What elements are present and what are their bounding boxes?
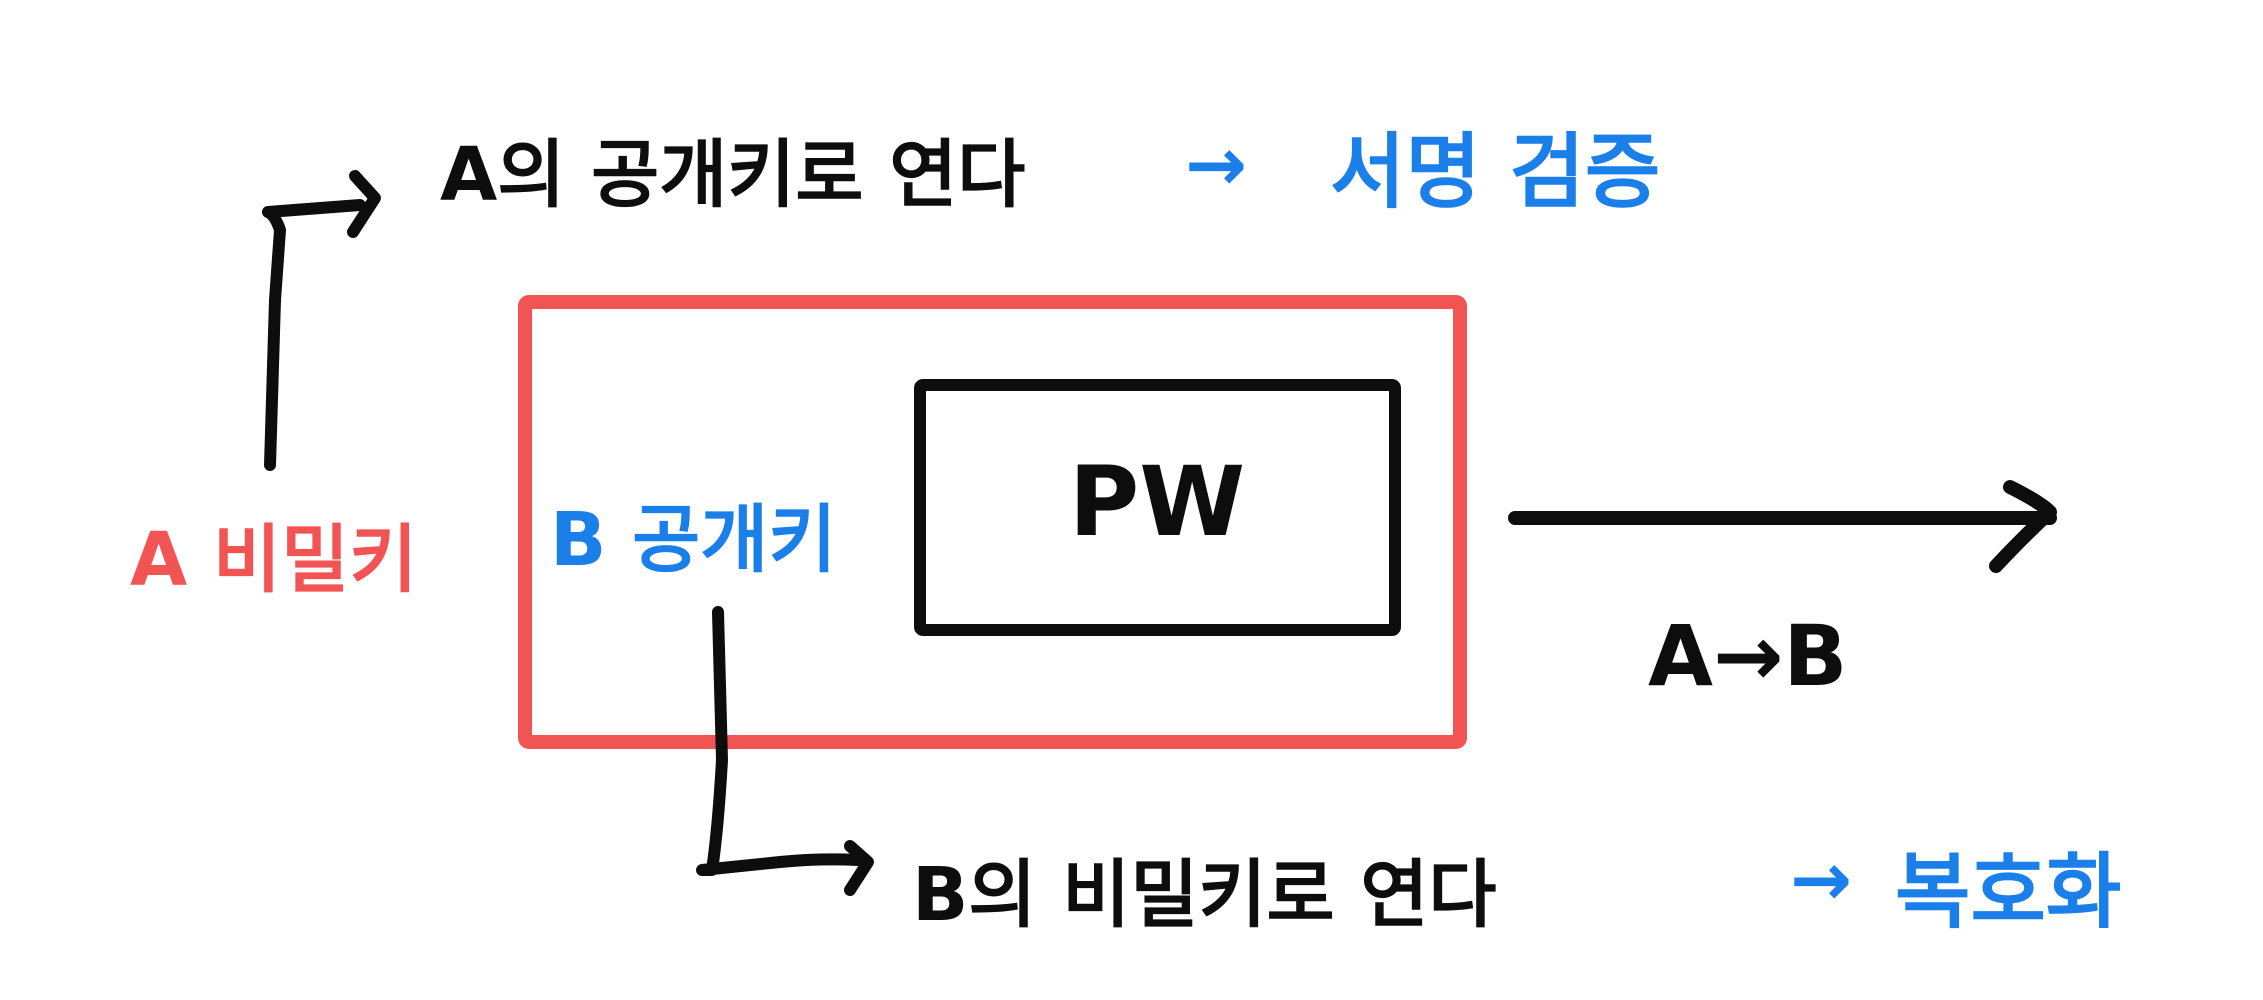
b-public-key-label: B 공개키	[550, 497, 836, 583]
bottom-note-black: B의 비밀키로 연다	[912, 852, 1497, 938]
outer-envelope-box	[518, 295, 1467, 749]
a-private-key-label: A 비밀키	[130, 517, 417, 603]
arrow-down-to-bottom-note-head	[844, 840, 874, 896]
inner-pw-box	[914, 379, 1401, 636]
arrow-up-to-top-note-head	[347, 170, 381, 238]
top-note-black: A의 공개키로 연다	[440, 132, 1025, 218]
top-note-arrow: →	[1185, 122, 1247, 208]
transfer-arrow-head	[1989, 480, 2057, 573]
arrow-up-to-top-note	[262, 199, 366, 471]
a-to-b-label: A→B	[1648, 607, 1847, 705]
pw-label: PW	[1069, 446, 1245, 558]
bottom-note-arrow: →	[1790, 837, 1852, 923]
bottom-note-blue: 복호화	[1895, 845, 2121, 940]
top-note-blue: 서명 검증	[1330, 125, 1660, 220]
arrow-down-to-bottom-note	[696, 606, 864, 876]
